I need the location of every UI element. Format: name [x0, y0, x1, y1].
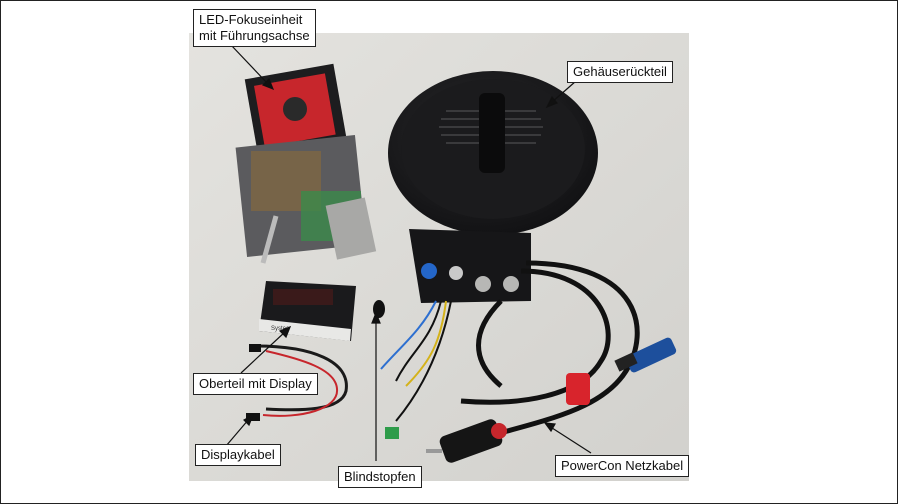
- label-top-display: Oberteil mit Display: [193, 373, 318, 395]
- housing-back: [388, 71, 598, 303]
- green-terminal: [385, 427, 399, 439]
- led-unit: [235, 63, 377, 264]
- blind-plug: [373, 300, 385, 318]
- display-module: Systec: [259, 281, 356, 341]
- power-cable: [460, 260, 640, 444]
- schuko-plug: [426, 419, 507, 463]
- display-brand-text: Systec: [271, 326, 289, 332]
- loose-wires: [380, 300, 452, 422]
- label-display-cable: Displaykabel: [195, 444, 281, 466]
- label-blind-plug: Blindstopfen: [338, 466, 422, 488]
- velcro-strap: [566, 373, 590, 405]
- display-cable: [255, 344, 348, 417]
- label-led-unit: LED-Fokuseinheit mit Führungsachse: [193, 9, 316, 47]
- label-housing-back: Gehäuserückteil: [567, 61, 673, 83]
- label-power-cable: PowerCon Netzkabel: [555, 455, 690, 477]
- powercon-plug: [614, 337, 677, 373]
